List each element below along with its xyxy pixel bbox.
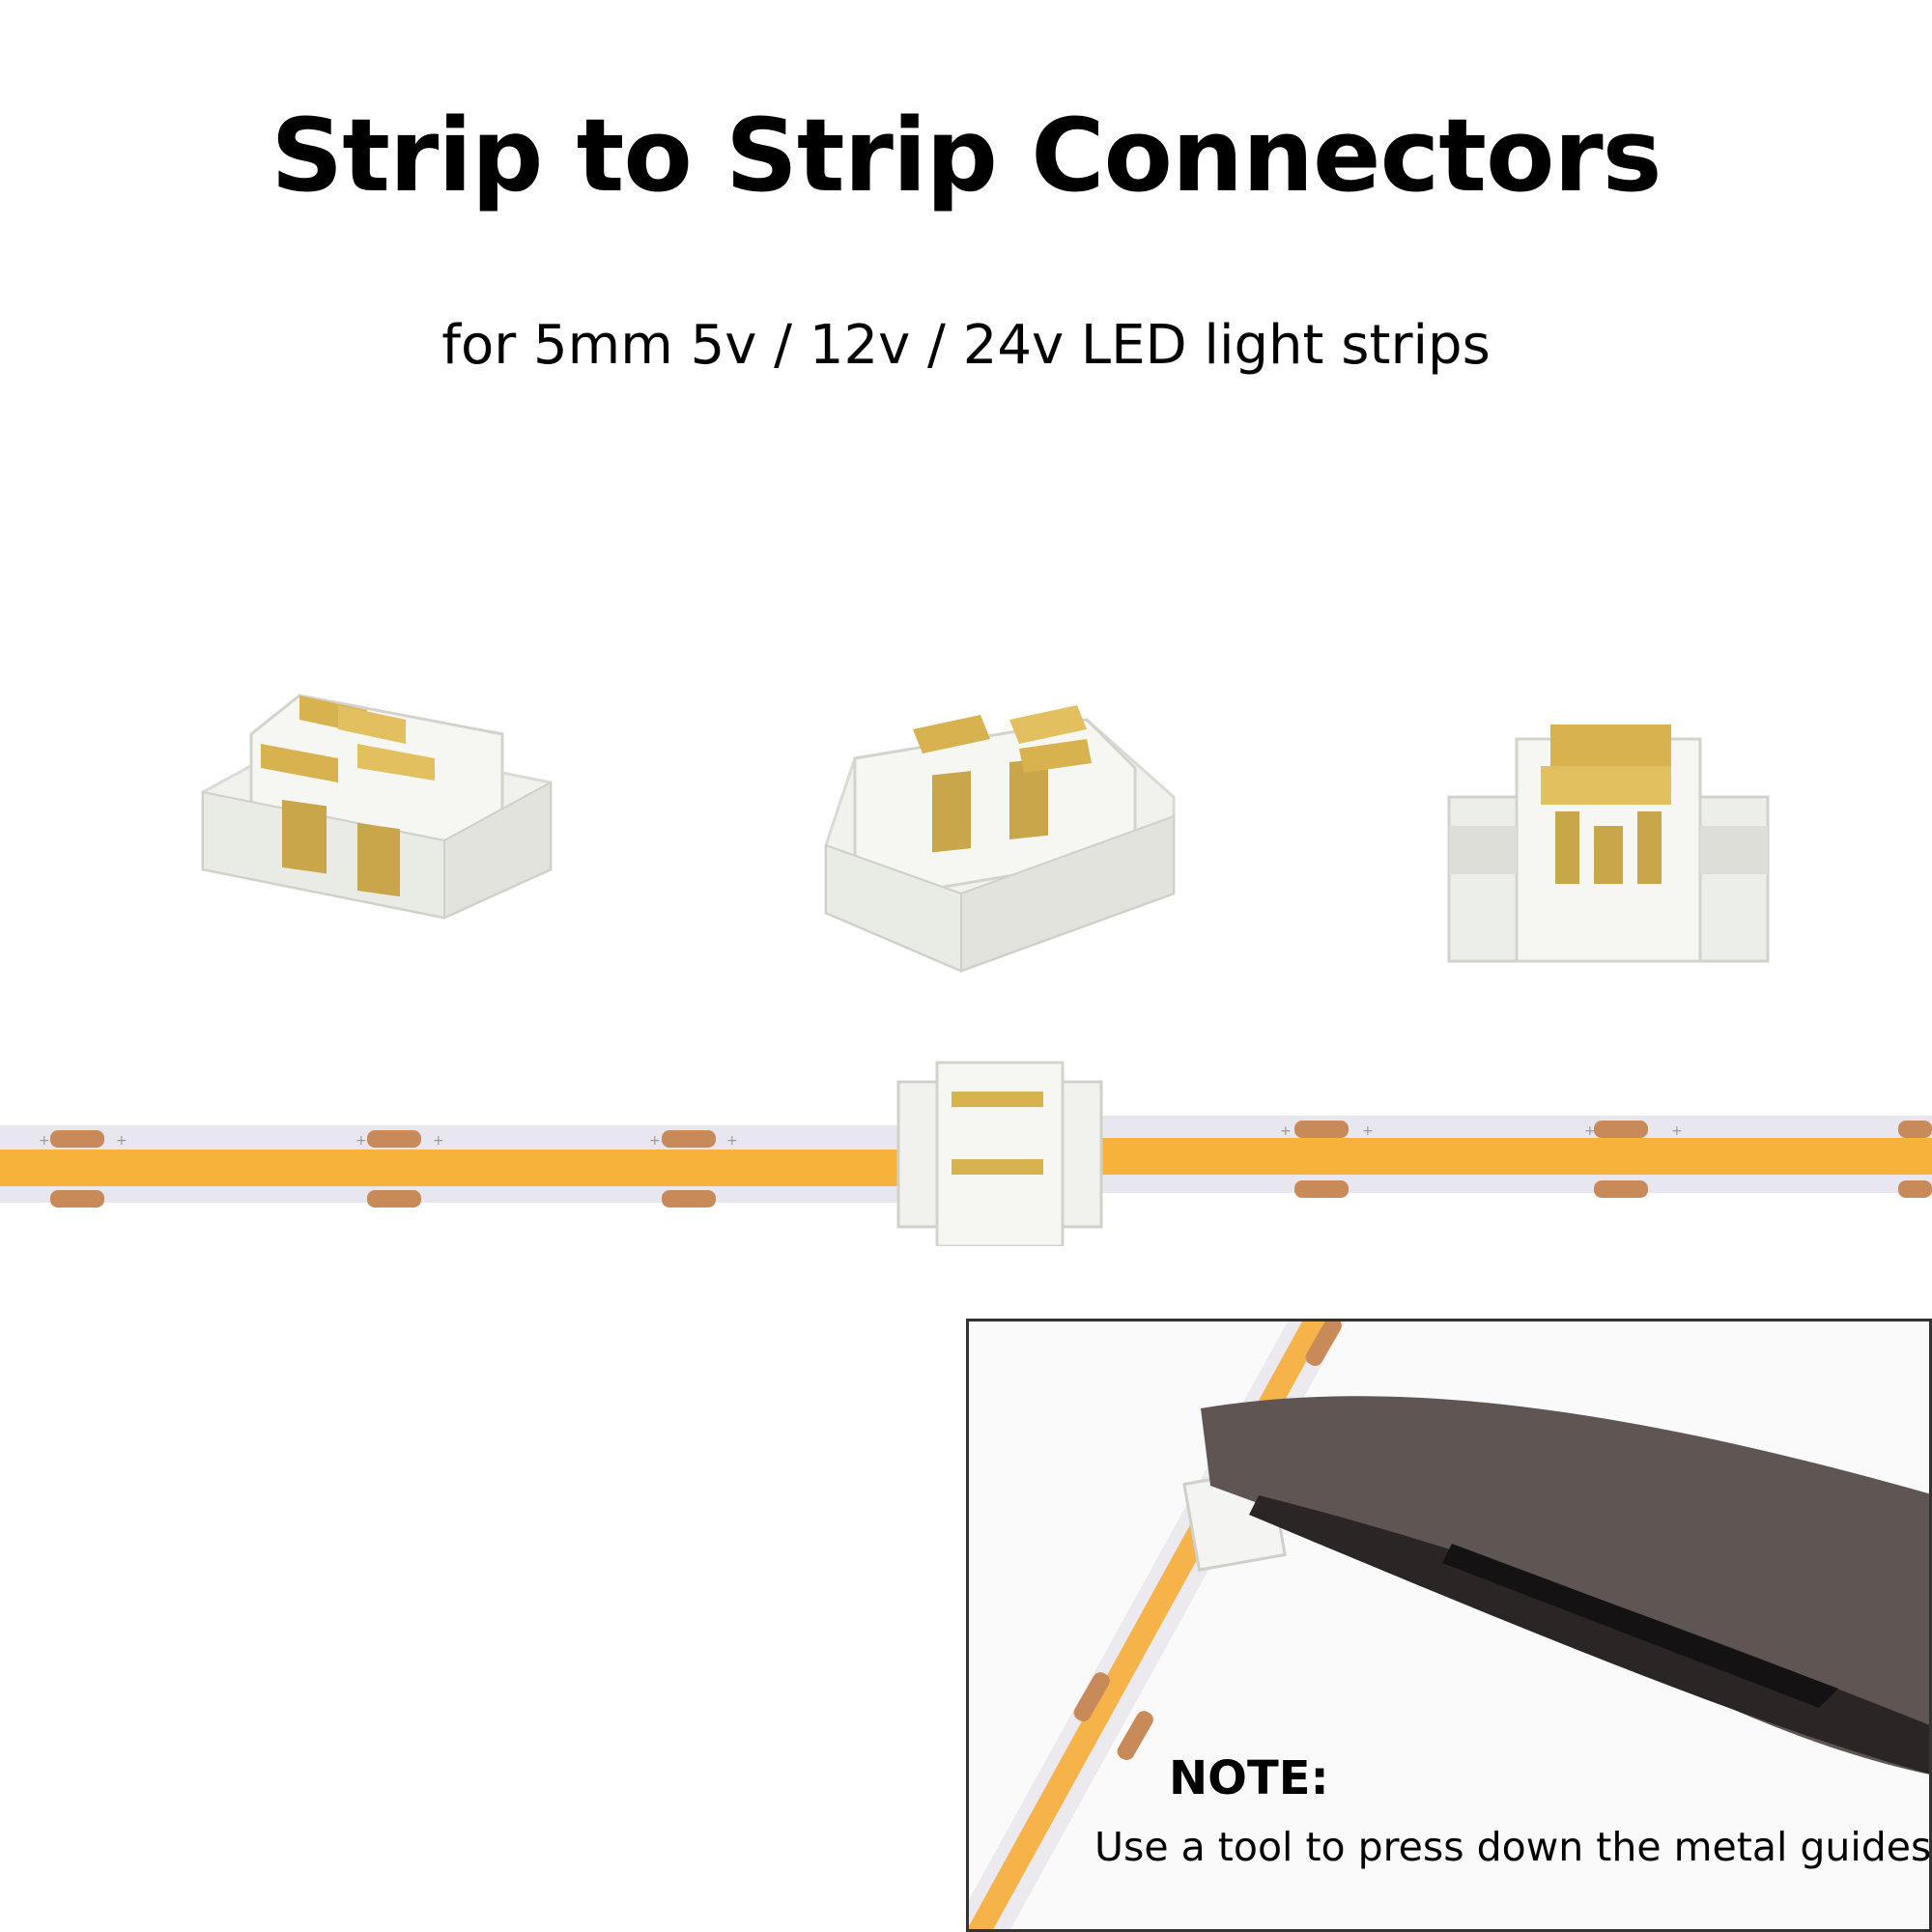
connector-angled-left xyxy=(201,694,553,920)
led-strip-joined: + + + + + + + + + + xyxy=(0,1061,1932,1246)
svg-text:+: + xyxy=(1584,1123,1596,1139)
page-title: Strip to Strip Connectors xyxy=(270,97,1662,214)
svg-text:+: + xyxy=(726,1133,738,1149)
svg-text:+: + xyxy=(1362,1123,1374,1139)
svg-text:+: + xyxy=(1671,1123,1683,1139)
connector-angled-right xyxy=(824,705,1176,973)
svg-text:+: + xyxy=(355,1133,367,1149)
svg-text:+: + xyxy=(39,1133,50,1149)
connector-front xyxy=(1447,724,1770,963)
note-text: Use a tool to press down the metal guide… xyxy=(1094,1824,1932,1870)
svg-text:+: + xyxy=(116,1133,128,1149)
svg-text:+: + xyxy=(433,1133,444,1149)
svg-text:+: + xyxy=(649,1133,661,1149)
page-subtitle: for 5mm 5v / 12v / 24v LED light strips xyxy=(441,314,1491,377)
usage-inset: NOTE: Use a tool to press down the metal… xyxy=(966,1319,1932,1932)
svg-text:+: + xyxy=(1280,1123,1292,1139)
note-title: NOTE: xyxy=(1169,1751,1329,1805)
plier-illustration xyxy=(969,1321,1929,1929)
